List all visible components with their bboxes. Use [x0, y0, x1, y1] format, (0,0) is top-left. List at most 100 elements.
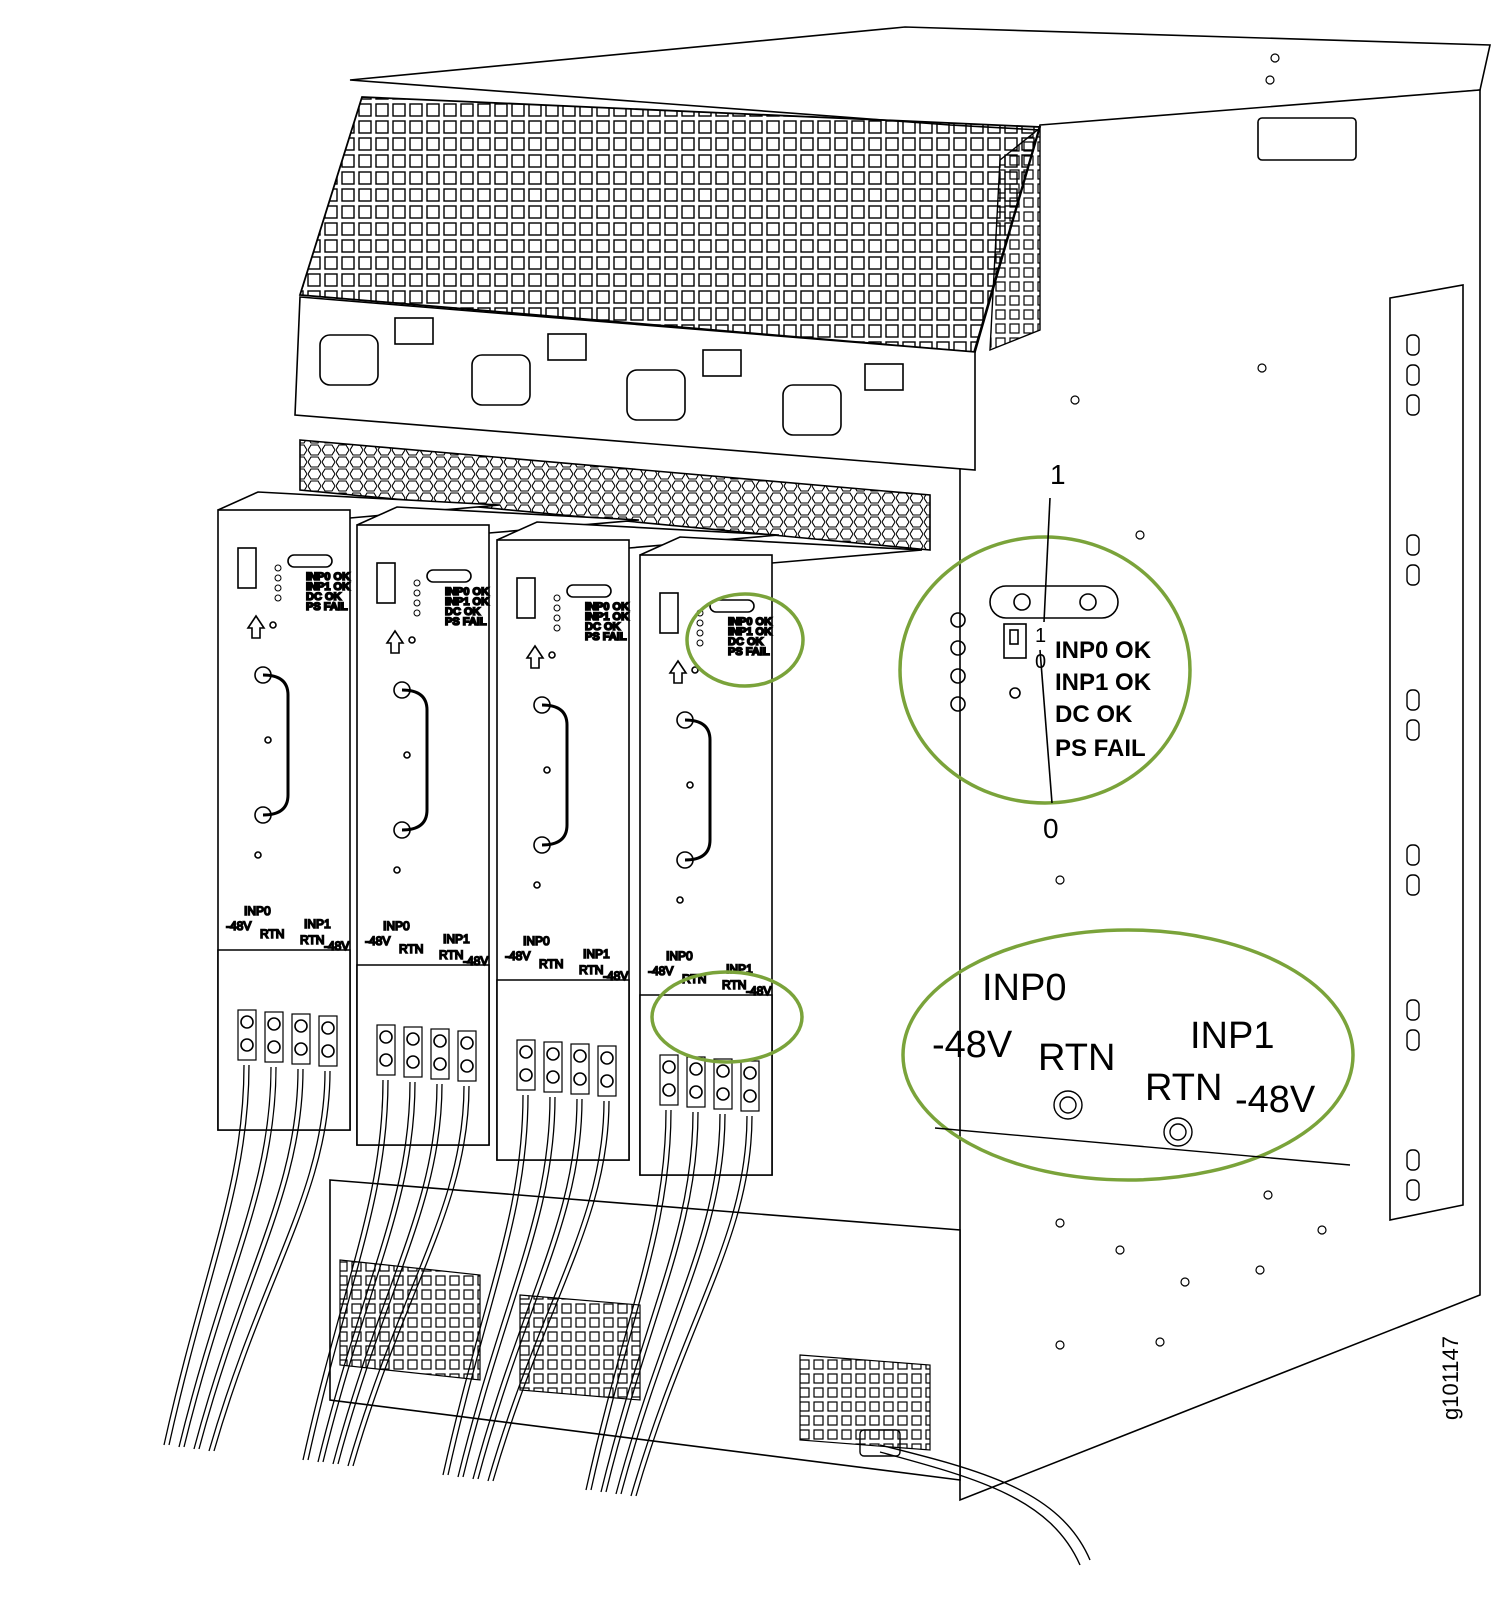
inlet-panel: [294, 296, 976, 471]
fan-side-vent: [989, 126, 1041, 352]
terminal-inp0-neg48: -48V: [932, 1024, 1013, 1066]
terminal-inp0-rtn: RTN: [1038, 1037, 1115, 1079]
power-cable: [198, 1068, 304, 1450]
hex-vent-strip: [299, 439, 931, 551]
power-cable: [585, 1109, 667, 1491]
power-switch[interactable]: [237, 547, 257, 589]
led-label-dc-ok: DC OK: [1055, 701, 1133, 728]
psu-inp1-neg48: -48V: [324, 939, 349, 953]
power-cable: [337, 1083, 443, 1465]
psu-inp1-neg48: -48V: [463, 954, 488, 968]
psu-inp0-rtn: RTN: [260, 927, 284, 941]
psu-led-label: DC OK: [306, 591, 342, 603]
power-cable: [600, 1111, 694, 1493]
psu-led-label: PS FAIL: [306, 601, 348, 613]
lower-vent-left: [339, 1259, 481, 1381]
power-cable: [213, 1070, 331, 1452]
power-cable: [352, 1085, 470, 1467]
psu-led-label: DC OK: [585, 621, 621, 633]
psu-inp0-label: INP0: [244, 904, 271, 918]
ground-cable: [859, 1429, 1091, 1566]
psu-led-label: INP0 OK: [306, 571, 350, 583]
psu-led-label: PS FAIL: [445, 616, 487, 628]
psu-inp1-neg48: -48V: [603, 969, 628, 983]
psu-led-label: INP1 OK: [728, 626, 772, 638]
power-cable: [630, 1115, 748, 1497]
psu-inp1-neg48: -48V: [746, 984, 771, 998]
led-label-inp1-ok: INP1 OK: [1055, 669, 1152, 696]
psu-inp0-rtn: RTN: [539, 957, 563, 971]
led-label-inp0-ok: INP0 OK: [1055, 637, 1152, 664]
psu-led-label: DC OK: [728, 636, 764, 648]
psu-inp0-label: INP0: [523, 934, 550, 948]
callout-ellipses: [650, 535, 1355, 1182]
power-cable: [477, 1098, 583, 1480]
power-switch[interactable]: [516, 577, 536, 619]
psu-led-label: INP1 OK: [585, 611, 629, 623]
psu-inp1-label: INP1: [443, 932, 470, 946]
power-switch[interactable]: [659, 592, 679, 634]
psu-led-label: PS FAIL: [728, 646, 770, 658]
psu-inp0-neg48: -48V: [365, 934, 390, 948]
power-cable: [605, 1111, 699, 1493]
power-switch[interactable]: [376, 562, 396, 604]
terminal-inp1-label: INP1: [1190, 1015, 1274, 1057]
power-cable: [487, 1100, 605, 1482]
lower-vent-right: [799, 1354, 931, 1451]
power-cable: [462, 1096, 556, 1478]
psu-inp1-label: INP1: [304, 917, 331, 931]
power-cable: [317, 1081, 411, 1463]
terminal-callout-detail: [934, 1090, 1351, 1166]
side-panel-screws: [1055, 53, 1327, 1350]
power-cable: [208, 1070, 326, 1452]
psu-led-label: INP1 OK: [445, 596, 489, 608]
psu-inp0-label: INP0: [383, 919, 410, 933]
power-cable: [332, 1083, 438, 1465]
terminal-inp1-rtn: RTN: [1145, 1067, 1222, 1109]
callout-terminal-small: [650, 970, 804, 1064]
psu-handle[interactable]: [262, 673, 290, 817]
psu-handle[interactable]: [401, 688, 429, 832]
power-cable: [168, 1064, 250, 1446]
cable-layer: [163, 1064, 753, 1497]
figure-id: g101147: [1438, 1336, 1463, 1420]
psu-handle[interactable]: [684, 718, 712, 862]
psu-inp0-neg48: -48V: [226, 919, 251, 933]
psu-inp1-rtn: RTN: [722, 978, 746, 992]
power-cable: [178, 1066, 272, 1448]
power-cable: [322, 1081, 416, 1463]
power-cable: [163, 1064, 245, 1446]
switch-inline-on: 1: [1035, 625, 1046, 647]
psu-led-label: INP0 OK: [585, 601, 629, 613]
psu-handle[interactable]: [541, 703, 569, 847]
switch-inline-off: 0: [1035, 651, 1046, 673]
power-cable: [447, 1094, 529, 1476]
psu-inp1-rtn: RTN: [439, 948, 463, 962]
psu-inp0-label: INP0: [666, 949, 693, 963]
terminal-inp0-label: INP0: [982, 967, 1066, 1009]
psu-inp1-label: INP1: [583, 947, 610, 961]
led-callout-detail: [950, 497, 1119, 804]
psu-led-label: DC OK: [445, 606, 481, 618]
power-cable: [590, 1109, 672, 1491]
power-cable: [615, 1113, 721, 1495]
terminal-inp1-neg48: -48V: [1235, 1079, 1316, 1121]
psu-led-label: PS FAIL: [585, 631, 627, 643]
power-cable: [193, 1068, 299, 1450]
switch-off-label: 0: [1043, 813, 1059, 844]
psu-inp0-rtn: RTN: [399, 942, 423, 956]
led-label-ps-fail: PS FAIL: [1055, 735, 1146, 762]
